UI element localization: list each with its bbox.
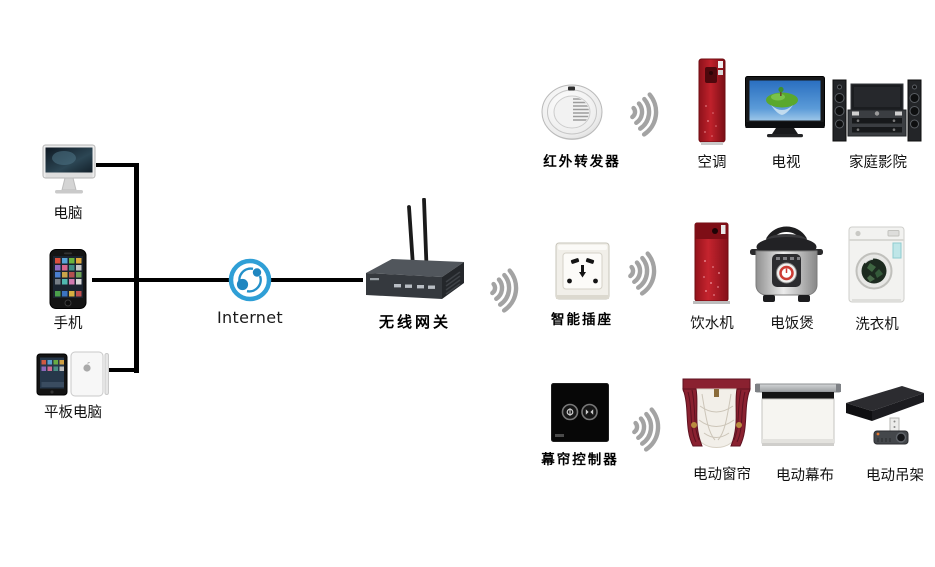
ir-repeater-label: 红外转发器 [543, 154, 621, 170]
internet-globe-icon [228, 258, 272, 302]
home-theater-icon [832, 79, 922, 142]
smart-socket-label: 智能插座 [551, 312, 613, 328]
air-conditioner-label: 空调 [697, 155, 727, 171]
projector-screen-icon [755, 383, 841, 446]
washing-machine-label: 洗衣机 [855, 317, 899, 333]
projector-hanger-icon [846, 386, 924, 445]
computer-label: 电脑 [53, 206, 83, 222]
curtain-controller-icon [551, 383, 609, 442]
curtain-controller-label: 幕帘控制器 [541, 452, 619, 468]
wifi-signal-icon [619, 84, 667, 140]
connector-tablet-branch [108, 368, 138, 372]
wifi-signal-icon [479, 260, 527, 316]
internet-label: Internet [217, 308, 283, 327]
projector-screen-label: 电动幕布 [776, 468, 834, 484]
tablet-label: 平板电脑 [44, 405, 102, 421]
electric-curtain-icon [682, 378, 751, 448]
connector-main-to-gateway [92, 278, 363, 282]
phone-label: 手机 [53, 316, 83, 332]
connector-vertical-bus [134, 163, 139, 373]
air-conditioner-icon [698, 58, 726, 145]
connector-computer-branch [96, 163, 138, 167]
projector-hanger-label: 电动吊架 [866, 468, 924, 484]
wifi-signal-icon [621, 399, 669, 455]
water-dispenser-icon [693, 222, 730, 304]
gateway-label: 无线网关 [378, 313, 451, 331]
home-theater-label: 家庭影院 [849, 155, 907, 171]
rice-cooker-label: 电饭煲 [770, 316, 814, 332]
television-label: 电视 [771, 155, 801, 171]
television-icon [745, 76, 825, 138]
smartphone-icon [49, 249, 87, 309]
wireless-router-icon [366, 198, 464, 299]
wifi-signal-icon [617, 243, 665, 299]
water-dispenser-label: 饮水机 [690, 316, 734, 332]
ir-repeater-icon [541, 84, 603, 140]
rice-cooker-icon [750, 226, 823, 302]
washing-machine-icon [848, 226, 905, 303]
tablet-icon [36, 351, 109, 397]
electric-curtain-label: 电动窗帘 [693, 467, 751, 483]
desktop-computer-icon [42, 144, 96, 194]
smart-socket-icon [555, 242, 610, 300]
